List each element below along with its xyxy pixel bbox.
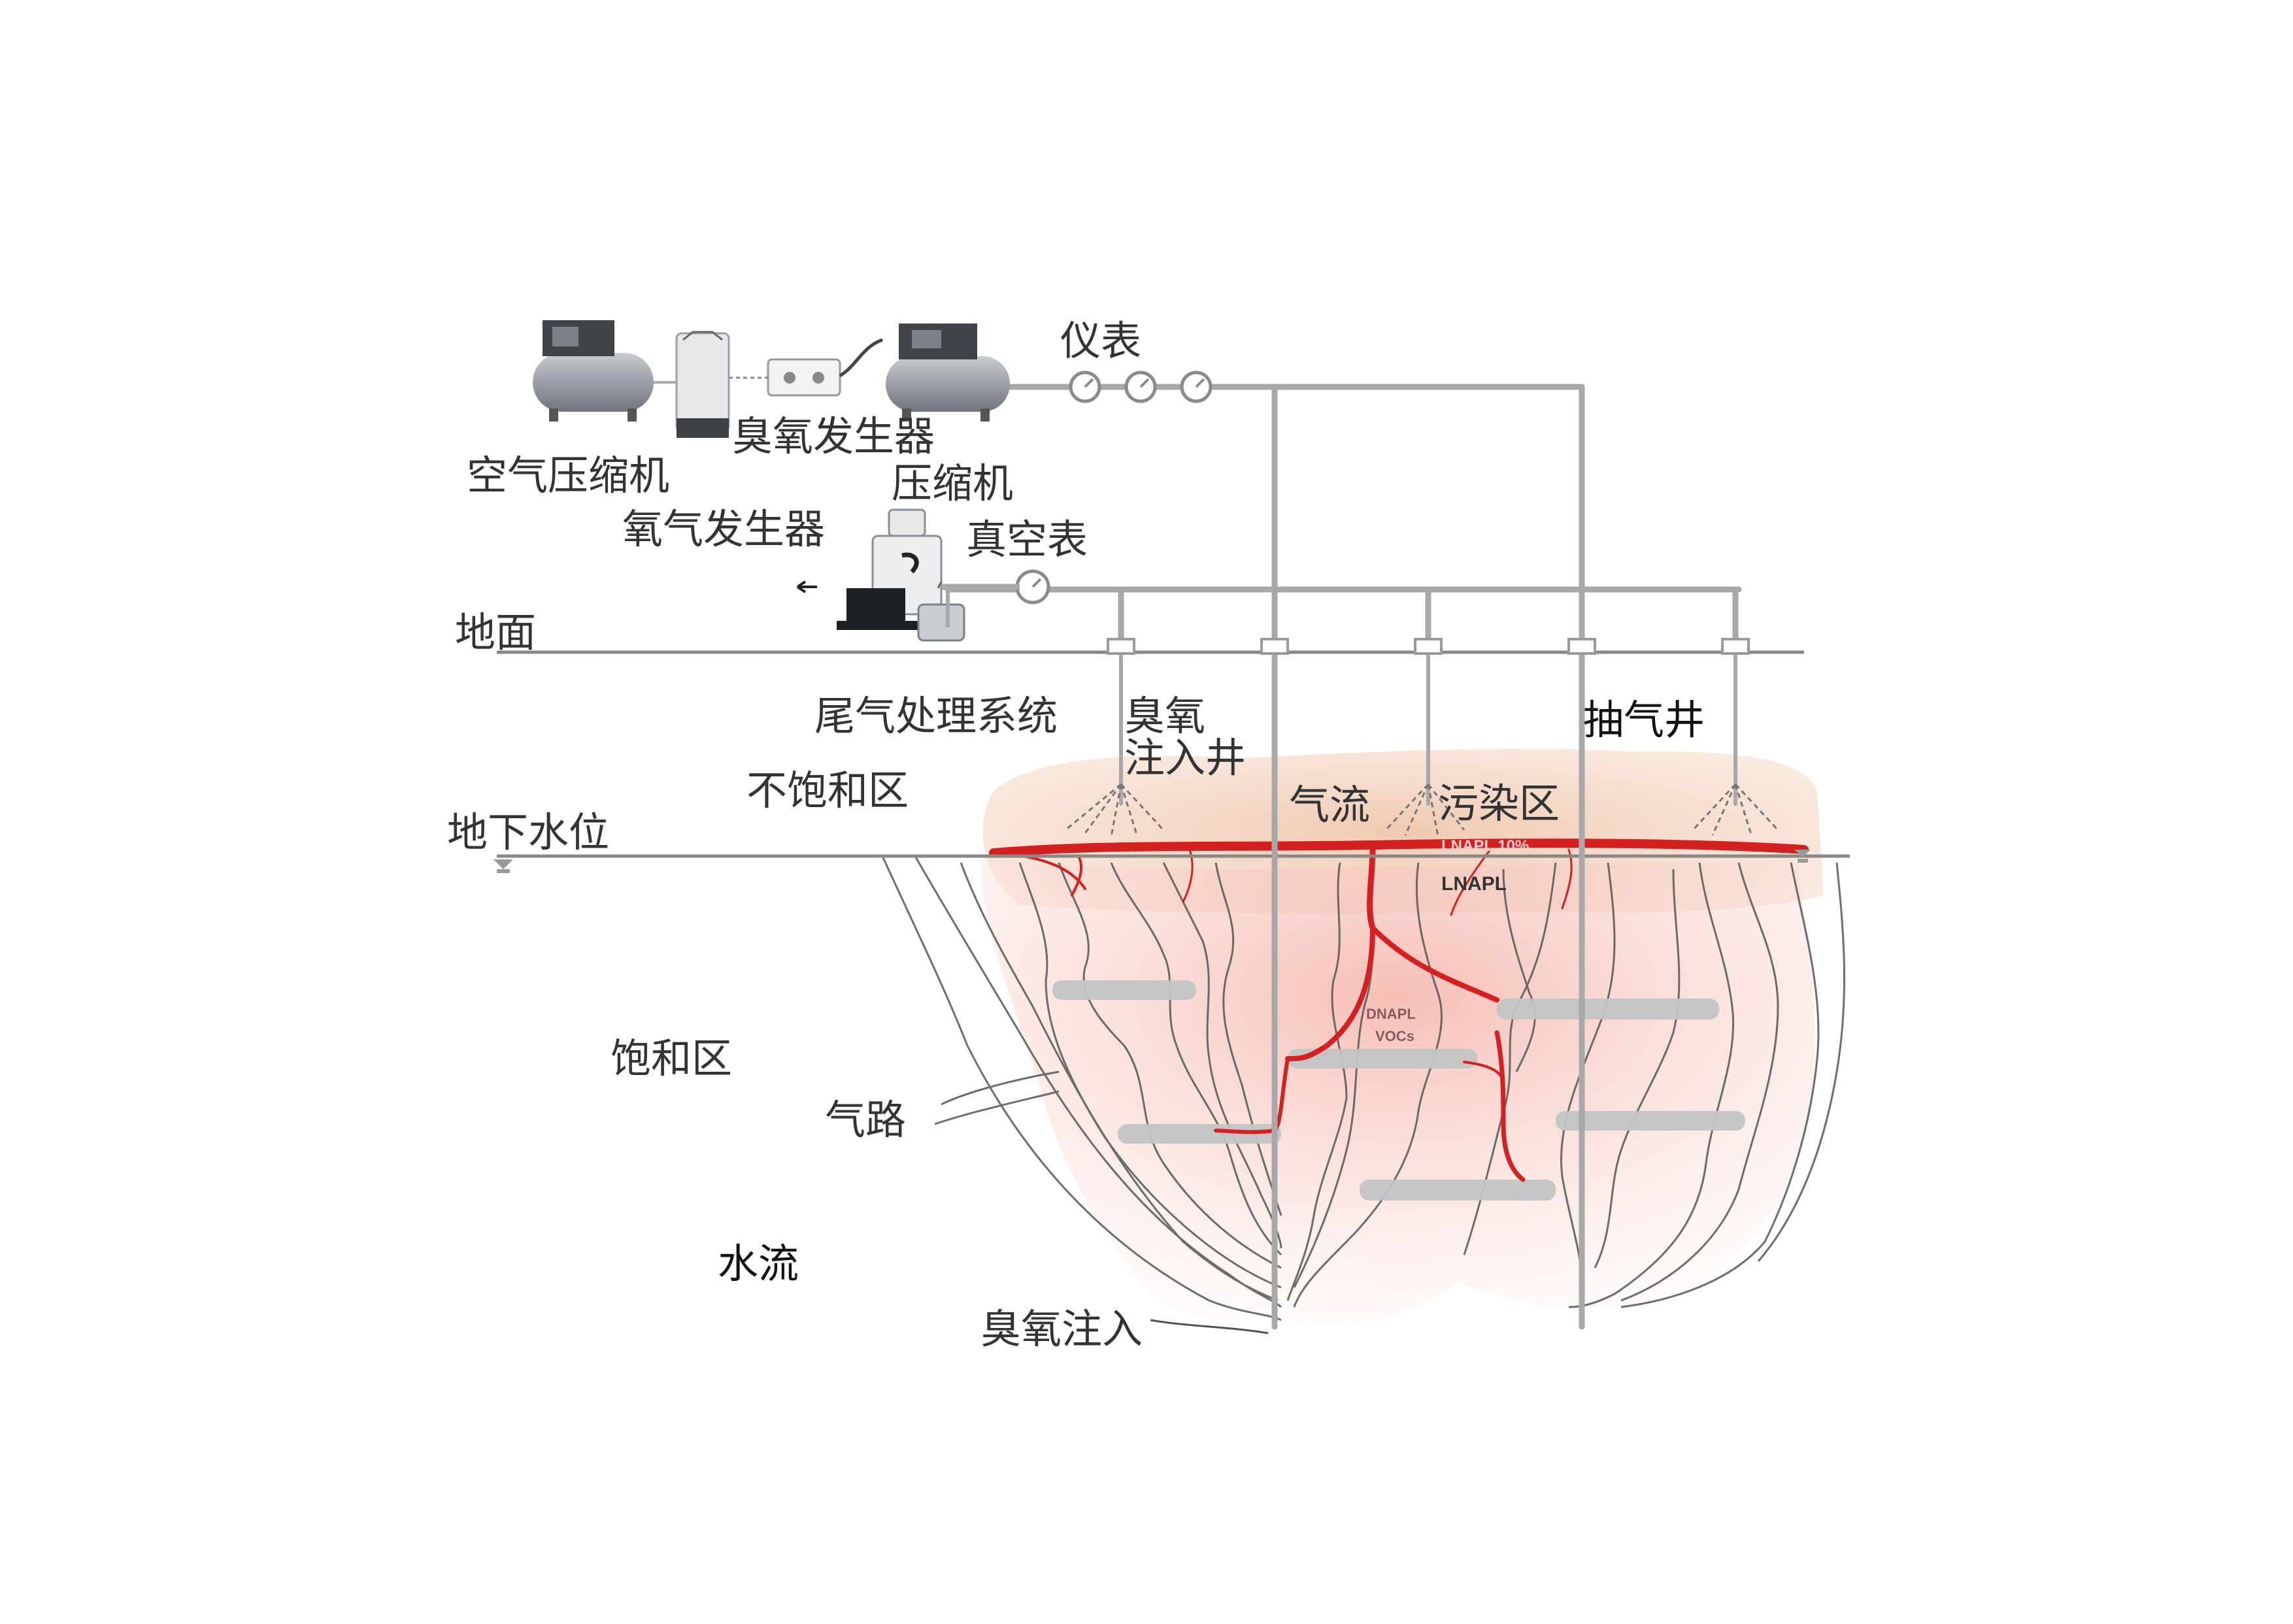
offgas-treatment-label: 尾气处理系统 [814,692,1058,740]
ozone-injection-well-label-line2: 注入井 [1124,734,1247,782]
control-panel-equipment [729,338,883,397]
lnapl-label: LNAPL [1441,873,1507,895]
water-table-markers [494,850,1811,873]
contaminated-zone-label: 污染区 [1438,780,1560,827]
vacuum-gauge-label: 真空表 [966,516,1088,563]
pipe-network [945,384,1742,1330]
extraction-well-label: 抽气井 [1583,696,1705,744]
air-compressor-equipment [533,320,654,422]
oxygen-generator-label: 氧气发生器 [622,505,826,553]
gauge-needles [1031,378,1205,588]
air-path-label: 气路 [825,1096,907,1144]
ground-surface-label: 地面 [455,608,537,656]
compressor-equipment [886,323,1010,422]
water-flow-label: 水流 [718,1240,799,1287]
ozone-generator-equipment [654,331,730,438]
compressor-label: 压缩机 [892,459,1014,507]
unsaturated-zone-label: 不饱和区 [746,767,909,814]
clay-lenses [1052,980,1745,1201]
ozone-generator-label: 臭氧发生器 [732,412,935,460]
water-table-label: 地下水位 [447,808,610,856]
contaminant-paths [989,838,1809,1182]
meters-label: 仪表 [1060,317,1142,365]
dnapl-label: DNAPL [1366,1006,1416,1022]
ozone-injection-label: 臭氧注入 [980,1305,1143,1353]
air-compressor-label: 空气压缩机 [467,452,670,499]
lnapl-layer-label: LNAPL 10% [1441,837,1530,855]
airflow-label: 气流 [1289,781,1371,829]
vocs-label: VOCs [1375,1028,1414,1044]
ozone-injection-well-label-line1: 臭氧 [1124,692,1206,740]
meter-gauges [1015,371,1213,605]
well-heads [1107,638,1750,655]
saturated-zone-label: 饱和区 [611,1035,733,1082]
well-screen-cones [1065,783,1779,837]
offgas-treatment-equipment [796,508,1020,642]
